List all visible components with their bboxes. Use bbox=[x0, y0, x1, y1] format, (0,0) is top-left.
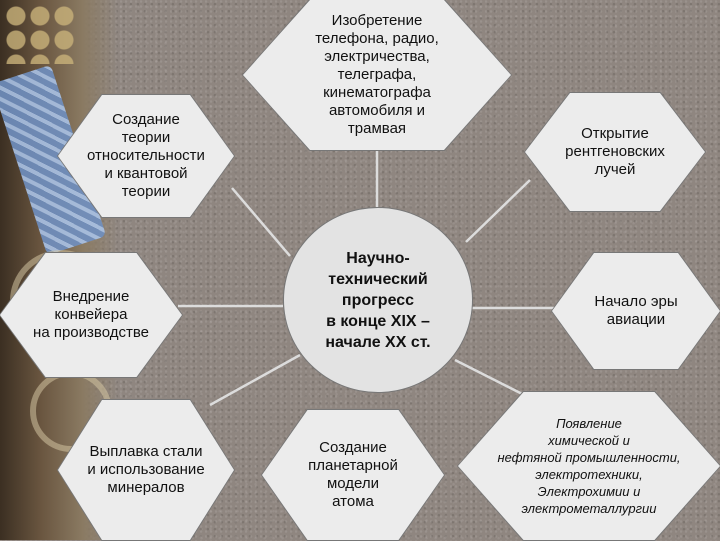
node-atom: Создание планетарной модели атома bbox=[261, 409, 445, 541]
node-xray: Открытие рентгеновских лучей bbox=[524, 92, 706, 212]
node-conveyor-label: Внедрение конвейера на производстве bbox=[33, 288, 149, 341]
node-steel: Выплавка стали и использование минералов bbox=[57, 399, 235, 541]
center-label: Научно- технический прогресс в конце XIX… bbox=[325, 249, 431, 351]
node-aviation: Начало эры авиации bbox=[551, 252, 720, 370]
connector-xray bbox=[465, 179, 531, 243]
node-invention-label: Изобретение телефона, радио, электричест… bbox=[315, 12, 439, 137]
connector-relativity bbox=[231, 187, 291, 257]
node-invention: Изобретение телефона, радио, электричест… bbox=[242, 0, 512, 151]
node-chemical: Появление химической и нефтяной промышле… bbox=[457, 391, 720, 541]
node-relativity-label: Создание теории относительности и кванто… bbox=[87, 111, 205, 200]
node-xray-label: Открытие рентгеновских лучей bbox=[565, 125, 665, 178]
node-conveyor: Внедрение конвейера на производстве bbox=[0, 252, 183, 378]
node-steel-label: Выплавка стали и использование минералов bbox=[87, 443, 205, 496]
connector-steel bbox=[209, 353, 301, 407]
node-aviation-label: Начало эры авиации bbox=[594, 293, 678, 328]
center-circle: Научно- технический прогресс в конце XIX… bbox=[283, 207, 473, 393]
node-relativity: Создание теории относительности и кванто… bbox=[57, 94, 235, 218]
coins-ornament bbox=[4, 4, 74, 64]
node-atom-label: Создание планетарной модели атома bbox=[308, 439, 398, 510]
node-chemical-label: Появление химической и нефтяной промышле… bbox=[497, 416, 681, 516]
